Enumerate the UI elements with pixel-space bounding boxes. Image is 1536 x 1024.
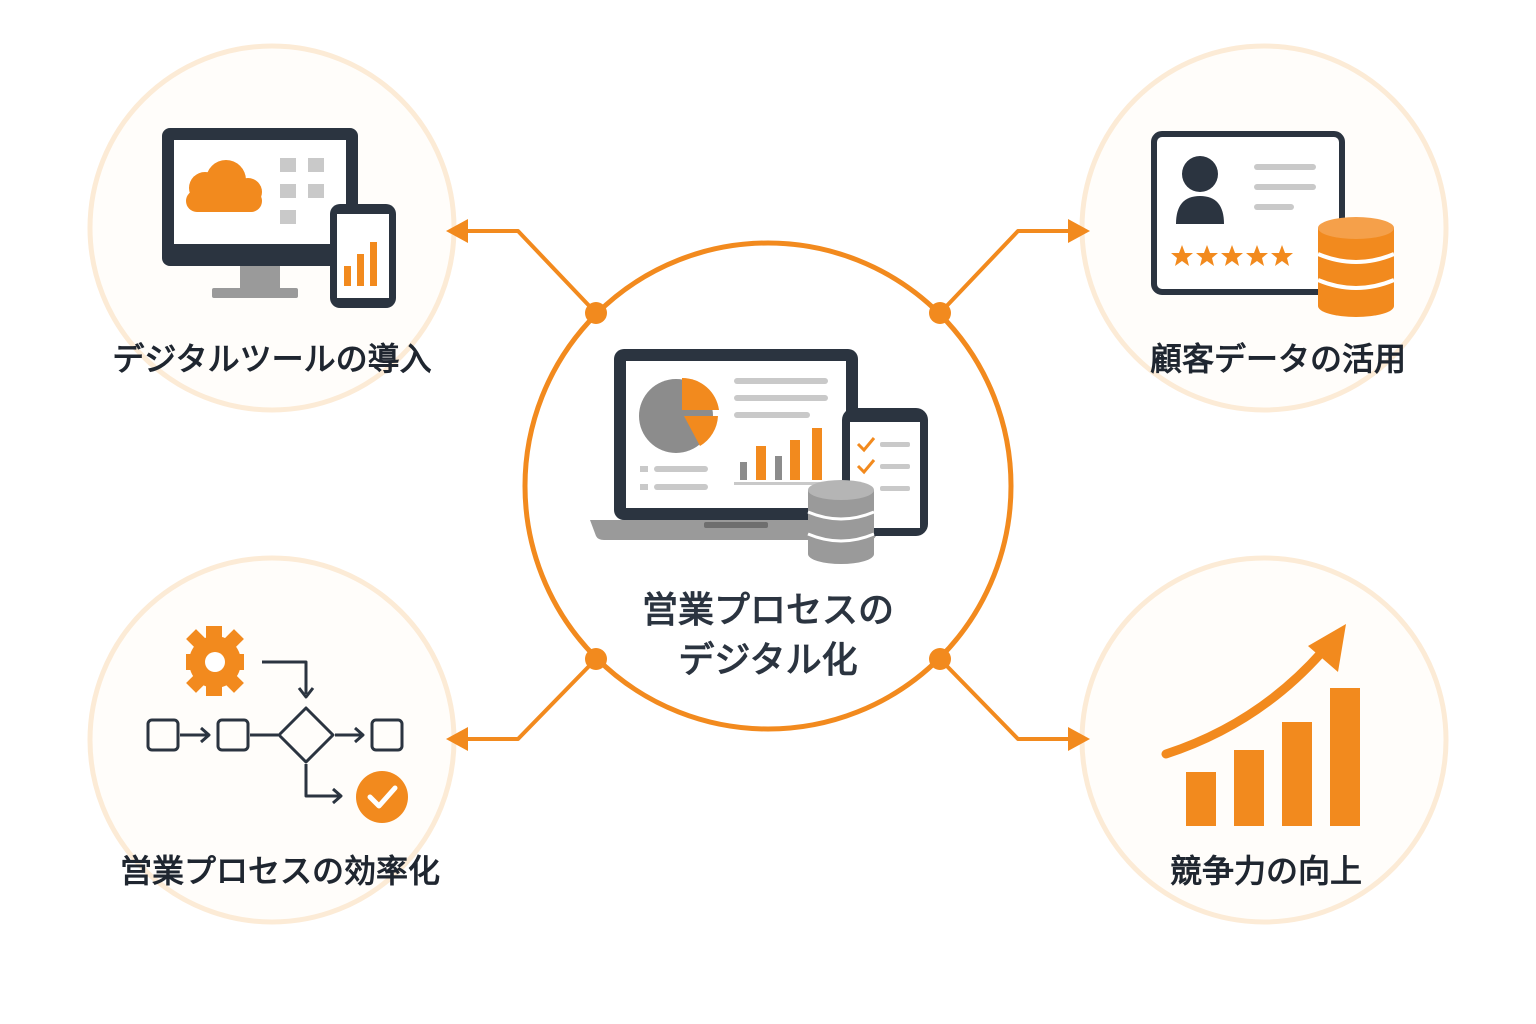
connector-dot-top-left: [585, 302, 607, 324]
node-label-bottom-right: 競争力の向上: [1170, 852, 1362, 890]
arrowhead-bottom-right: [1068, 727, 1090, 751]
node-label-bottom-left: 営業プロセスの効率化: [120, 852, 440, 890]
customer-profile-database-icon: [1151, 131, 1395, 317]
center-title-line1: 営業プロセスの: [642, 590, 894, 631]
computer-and-smartphone-icon: [162, 128, 396, 308]
connectors: [460, 229, 1076, 741]
connector-dot-bottom-right: [929, 648, 951, 670]
connector-dots: [585, 302, 951, 670]
arrowhead-top-left: [446, 219, 468, 243]
connector-bottom-left: [460, 657, 598, 741]
workflow-gear-icon: [146, 626, 408, 823]
connector-top-left: [460, 229, 598, 315]
arrowhead-bottom-left: [446, 727, 468, 751]
center-title-line2: デジタル化: [678, 639, 857, 681]
node-label-top-left: デジタルツールの導入: [112, 340, 431, 378]
growth-bar-chart-icon: [1161, 624, 1360, 826]
database-icon: [807, 480, 875, 564]
connector-bottom-right: [938, 657, 1076, 741]
dashboard-laptop-icon: [590, 349, 882, 540]
connector-top-right: [938, 229, 1076, 315]
connector-dot-bottom-left: [585, 648, 607, 670]
arrowheads: [446, 219, 1090, 751]
connector-dot-top-right: [929, 302, 951, 324]
node-label-top-right: 顧客データの活用: [1150, 340, 1406, 378]
arrowhead-top-right: [1068, 219, 1090, 243]
